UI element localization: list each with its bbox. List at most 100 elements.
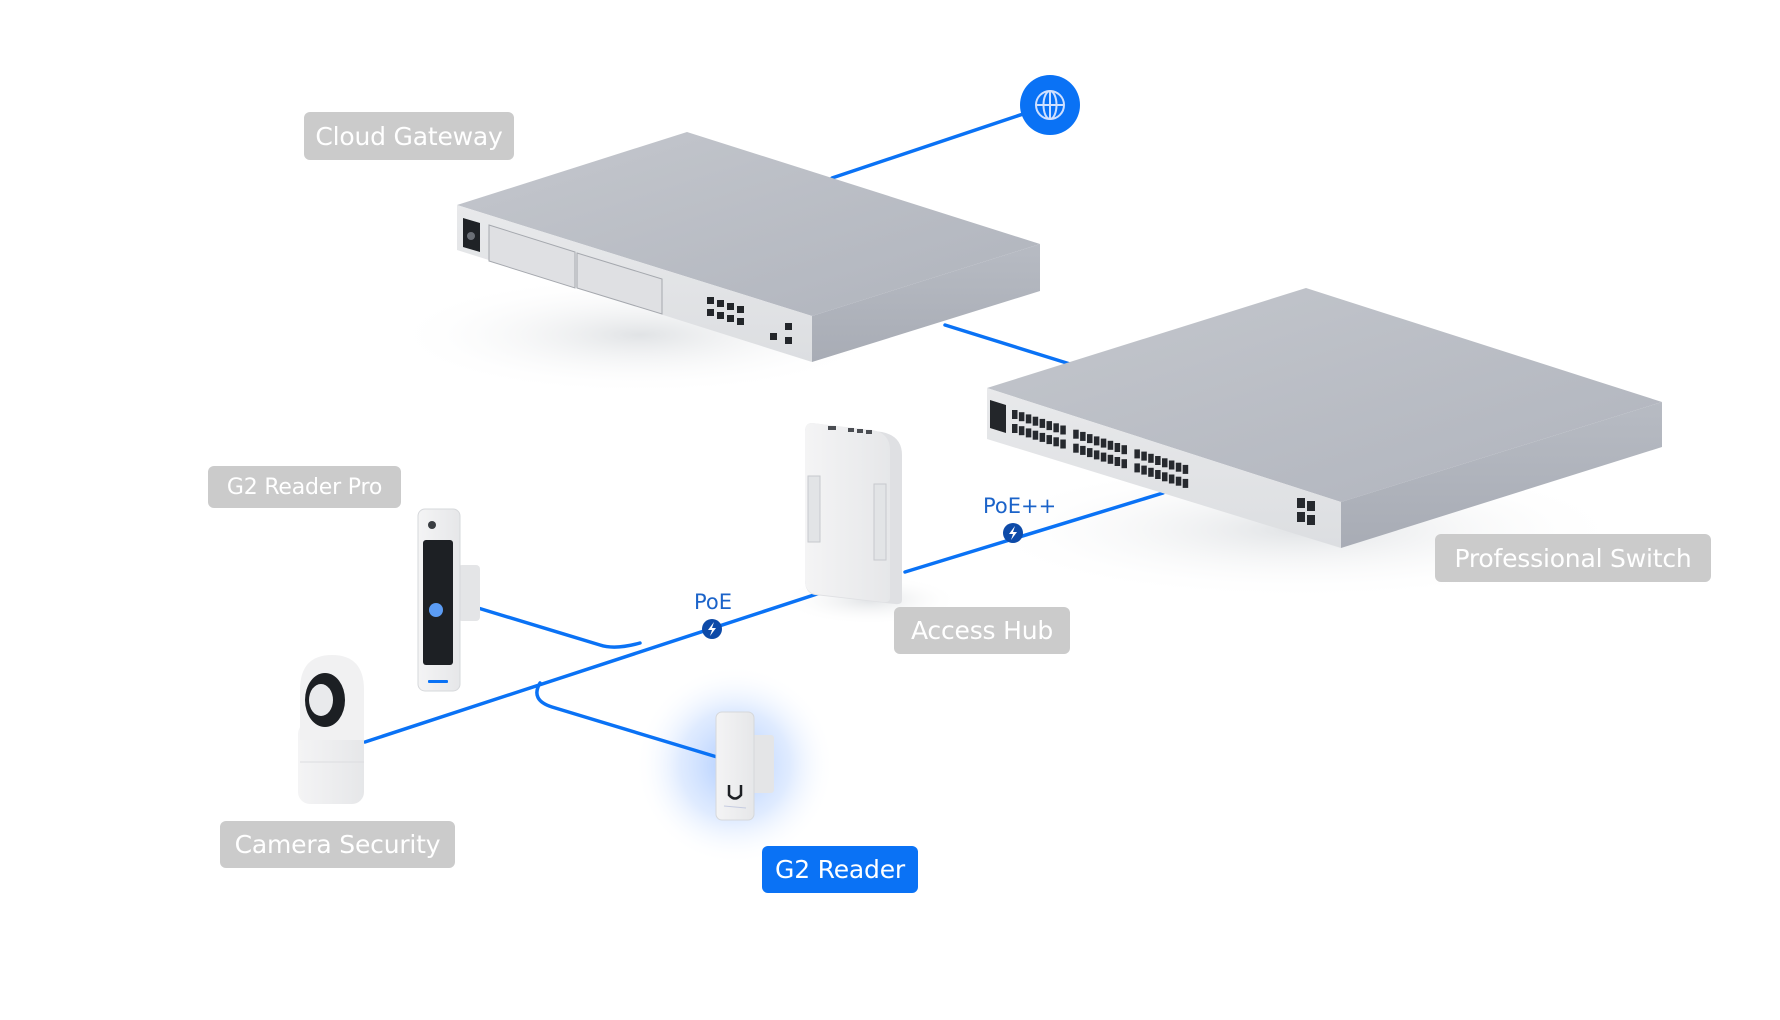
reader-pro-mount <box>458 565 480 621</box>
switch-port <box>1060 439 1066 449</box>
switch-port <box>1175 476 1182 486</box>
professional-switch-label[interactable]: Professional Switch <box>1435 534 1711 582</box>
switch-port <box>1039 432 1046 442</box>
switch-port <box>1134 463 1140 473</box>
switch-port <box>1114 443 1121 452</box>
cable-switch-hub <box>903 491 1165 574</box>
switch-port <box>1012 424 1018 433</box>
poe-plus-plus-badge <box>1003 523 1023 543</box>
switch-port <box>1141 465 1147 475</box>
switch-port <box>1039 418 1046 428</box>
reader-mount <box>752 735 774 793</box>
camera-lens <box>309 684 333 716</box>
access-hub-label[interactable]: Access Hub <box>894 607 1070 654</box>
switch-port <box>1073 443 1079 453</box>
cable-hub-reader-pro <box>476 606 642 649</box>
switch-port <box>1093 436 1100 446</box>
reader-pro-led <box>428 680 448 683</box>
switch-port <box>1107 454 1114 464</box>
switch-port <box>1073 429 1079 439</box>
gateway-drive-bay-1 <box>488 224 576 289</box>
cable-hub-reader <box>535 681 719 759</box>
poe-badge <box>702 619 722 639</box>
switch-port <box>1025 428 1032 438</box>
switch-port <box>1018 412 1025 422</box>
switch-port <box>1182 464 1189 474</box>
reader-led <box>723 805 747 809</box>
switch-port <box>1053 423 1059 433</box>
switch-port <box>1182 478 1189 488</box>
cloud-gateway-device[interactable] <box>457 132 1040 362</box>
switch-port <box>1134 449 1140 459</box>
switch-port <box>1107 440 1114 450</box>
switch-port <box>1080 445 1086 455</box>
switch-port <box>1012 410 1018 419</box>
switch-port <box>1168 460 1175 470</box>
ubiquiti-logo-icon <box>727 785 743 800</box>
switch-top <box>987 288 1662 502</box>
g2-reader-pro-device[interactable] <box>417 508 480 692</box>
cable-internet-gateway <box>830 103 1052 180</box>
reader-pro-camera <box>428 521 436 529</box>
switch-port <box>1162 458 1168 468</box>
switch-port <box>1121 459 1127 469</box>
switch-ports <box>1012 410 1315 525</box>
switch-port <box>1168 474 1175 484</box>
hub-terminal-right <box>873 483 887 561</box>
switch-port <box>1148 467 1154 477</box>
reader-pro-unlock-button <box>429 603 443 617</box>
access-hub-device[interactable] <box>805 423 902 605</box>
switch-sfp-port <box>1307 515 1315 525</box>
reader-pro-screen <box>423 540 453 665</box>
switch-front <box>987 388 1341 548</box>
switch-sfp-port <box>1297 498 1305 508</box>
camera-security-label[interactable]: Camera Security <box>220 821 455 868</box>
gateway-drive-bay-2 <box>576 252 663 315</box>
professional-switch-device[interactable] <box>987 288 1662 548</box>
switch-port <box>1032 430 1039 440</box>
switch-port <box>1046 421 1052 431</box>
camera-security-device[interactable] <box>298 655 364 804</box>
switch-port <box>1148 453 1154 463</box>
g2-reader-pro-label[interactable]: G2 Reader Pro <box>208 466 401 508</box>
reader-body <box>715 711 755 821</box>
switch-port <box>1025 414 1032 424</box>
switch-port <box>1114 457 1121 466</box>
poe-plus-plus-label: PoE++ <box>983 494 1057 518</box>
cable-gateway-switch <box>943 323 1072 366</box>
gateway-knob <box>467 232 475 240</box>
switch-sfp-port <box>1307 501 1315 511</box>
camera-base <box>298 722 364 804</box>
cables <box>363 103 1165 759</box>
poe-label: PoE <box>694 590 733 614</box>
switch-port <box>1087 434 1093 444</box>
switch-sfp-port <box>1297 512 1305 522</box>
switch-port <box>1100 438 1107 448</box>
switch-port <box>1121 445 1127 455</box>
cloud-gateway-label[interactable]: Cloud Gateway <box>304 112 514 160</box>
g2-reader-label[interactable]: G2 Reader <box>762 846 918 893</box>
gateway-ports <box>707 297 792 344</box>
switch-display <box>990 400 1006 433</box>
gateway-top <box>457 132 1040 316</box>
cable-hub-camera <box>363 591 822 744</box>
switch-port <box>1162 472 1168 482</box>
switch-port <box>1175 462 1182 472</box>
switch-port <box>1093 450 1100 460</box>
globe-icon <box>1035 90 1065 120</box>
switch-port <box>1141 451 1147 461</box>
internet-globe-button[interactable] <box>1020 75 1080 135</box>
hub-terminal-left <box>807 475 821 543</box>
g2-reader-device[interactable] <box>715 711 774 821</box>
switch-port <box>1060 425 1066 435</box>
switch-port <box>1046 435 1052 445</box>
switch-port <box>1087 448 1093 458</box>
switch-port <box>1018 426 1025 436</box>
switch-port <box>1032 416 1039 426</box>
hub-body <box>805 423 890 603</box>
switch-port <box>1155 456 1161 465</box>
switch-port <box>1155 470 1161 479</box>
gateway-side <box>812 244 1040 362</box>
